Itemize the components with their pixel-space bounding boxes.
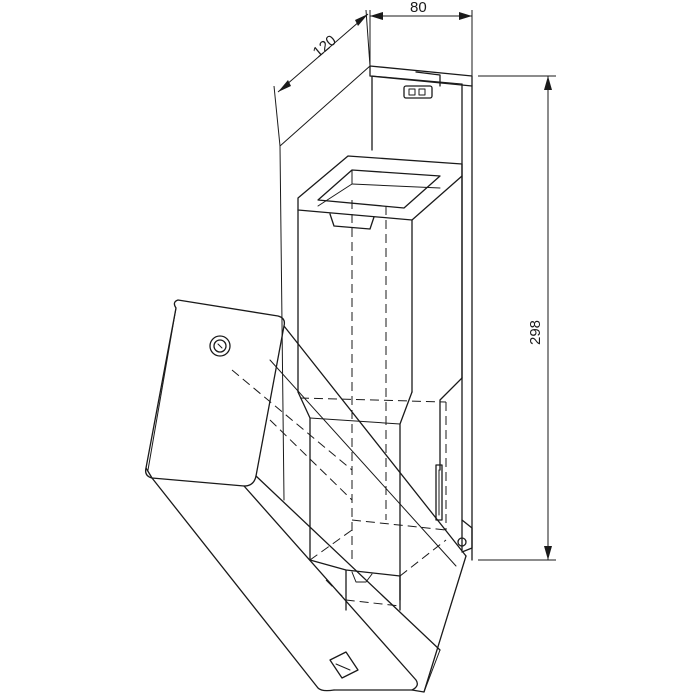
depth-label: 120 — [310, 32, 340, 61]
height-label: 298 — [527, 320, 544, 345]
hidden-lines — [231, 200, 447, 607]
dimension-height: 298 — [478, 75, 556, 561]
container-body — [297, 155, 463, 611]
front-flap — [144, 299, 467, 693]
width-label: 80 — [410, 0, 427, 16]
top-outline — [279, 65, 371, 501]
wall-mount-plate — [369, 65, 473, 561]
dimension-depth: 120 — [273, 9, 371, 147]
dimension-width: 80 — [369, 0, 473, 76]
